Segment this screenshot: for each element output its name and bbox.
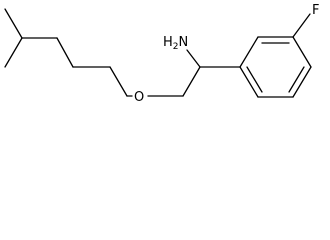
bond-ch2-to-ch <box>182 66 201 97</box>
amine-hydrogen: H <box>163 35 173 50</box>
fluorine-label: F <box>312 3 319 18</box>
ring-bond-4 <box>292 66 312 98</box>
bond-methyl-top <box>4 8 23 39</box>
oxygen-label: O <box>134 90 144 105</box>
bond-methyl-bottom <box>4 37 23 68</box>
amine-subscript: 2 <box>173 42 179 52</box>
amine-label: H2N <box>163 35 188 52</box>
bond-chain-2 <box>56 37 74 68</box>
ring-double-bond-right <box>288 66 305 93</box>
ring-bond-1 <box>239 36 259 68</box>
structure-canvas: O H2N F <box>4 3 319 105</box>
ring-bond-3 <box>292 36 312 68</box>
molecule-diagram: O H2N F <box>4 3 319 105</box>
ring-double-bond-left <box>246 66 263 93</box>
bond-ring-to-fluorine <box>292 13 311 38</box>
bond-chain-4 <box>109 66 128 97</box>
amine-nitrogen: N <box>179 35 189 50</box>
ring-bond-6 <box>239 66 259 98</box>
bond-ch-to-nh2 <box>186 49 201 68</box>
